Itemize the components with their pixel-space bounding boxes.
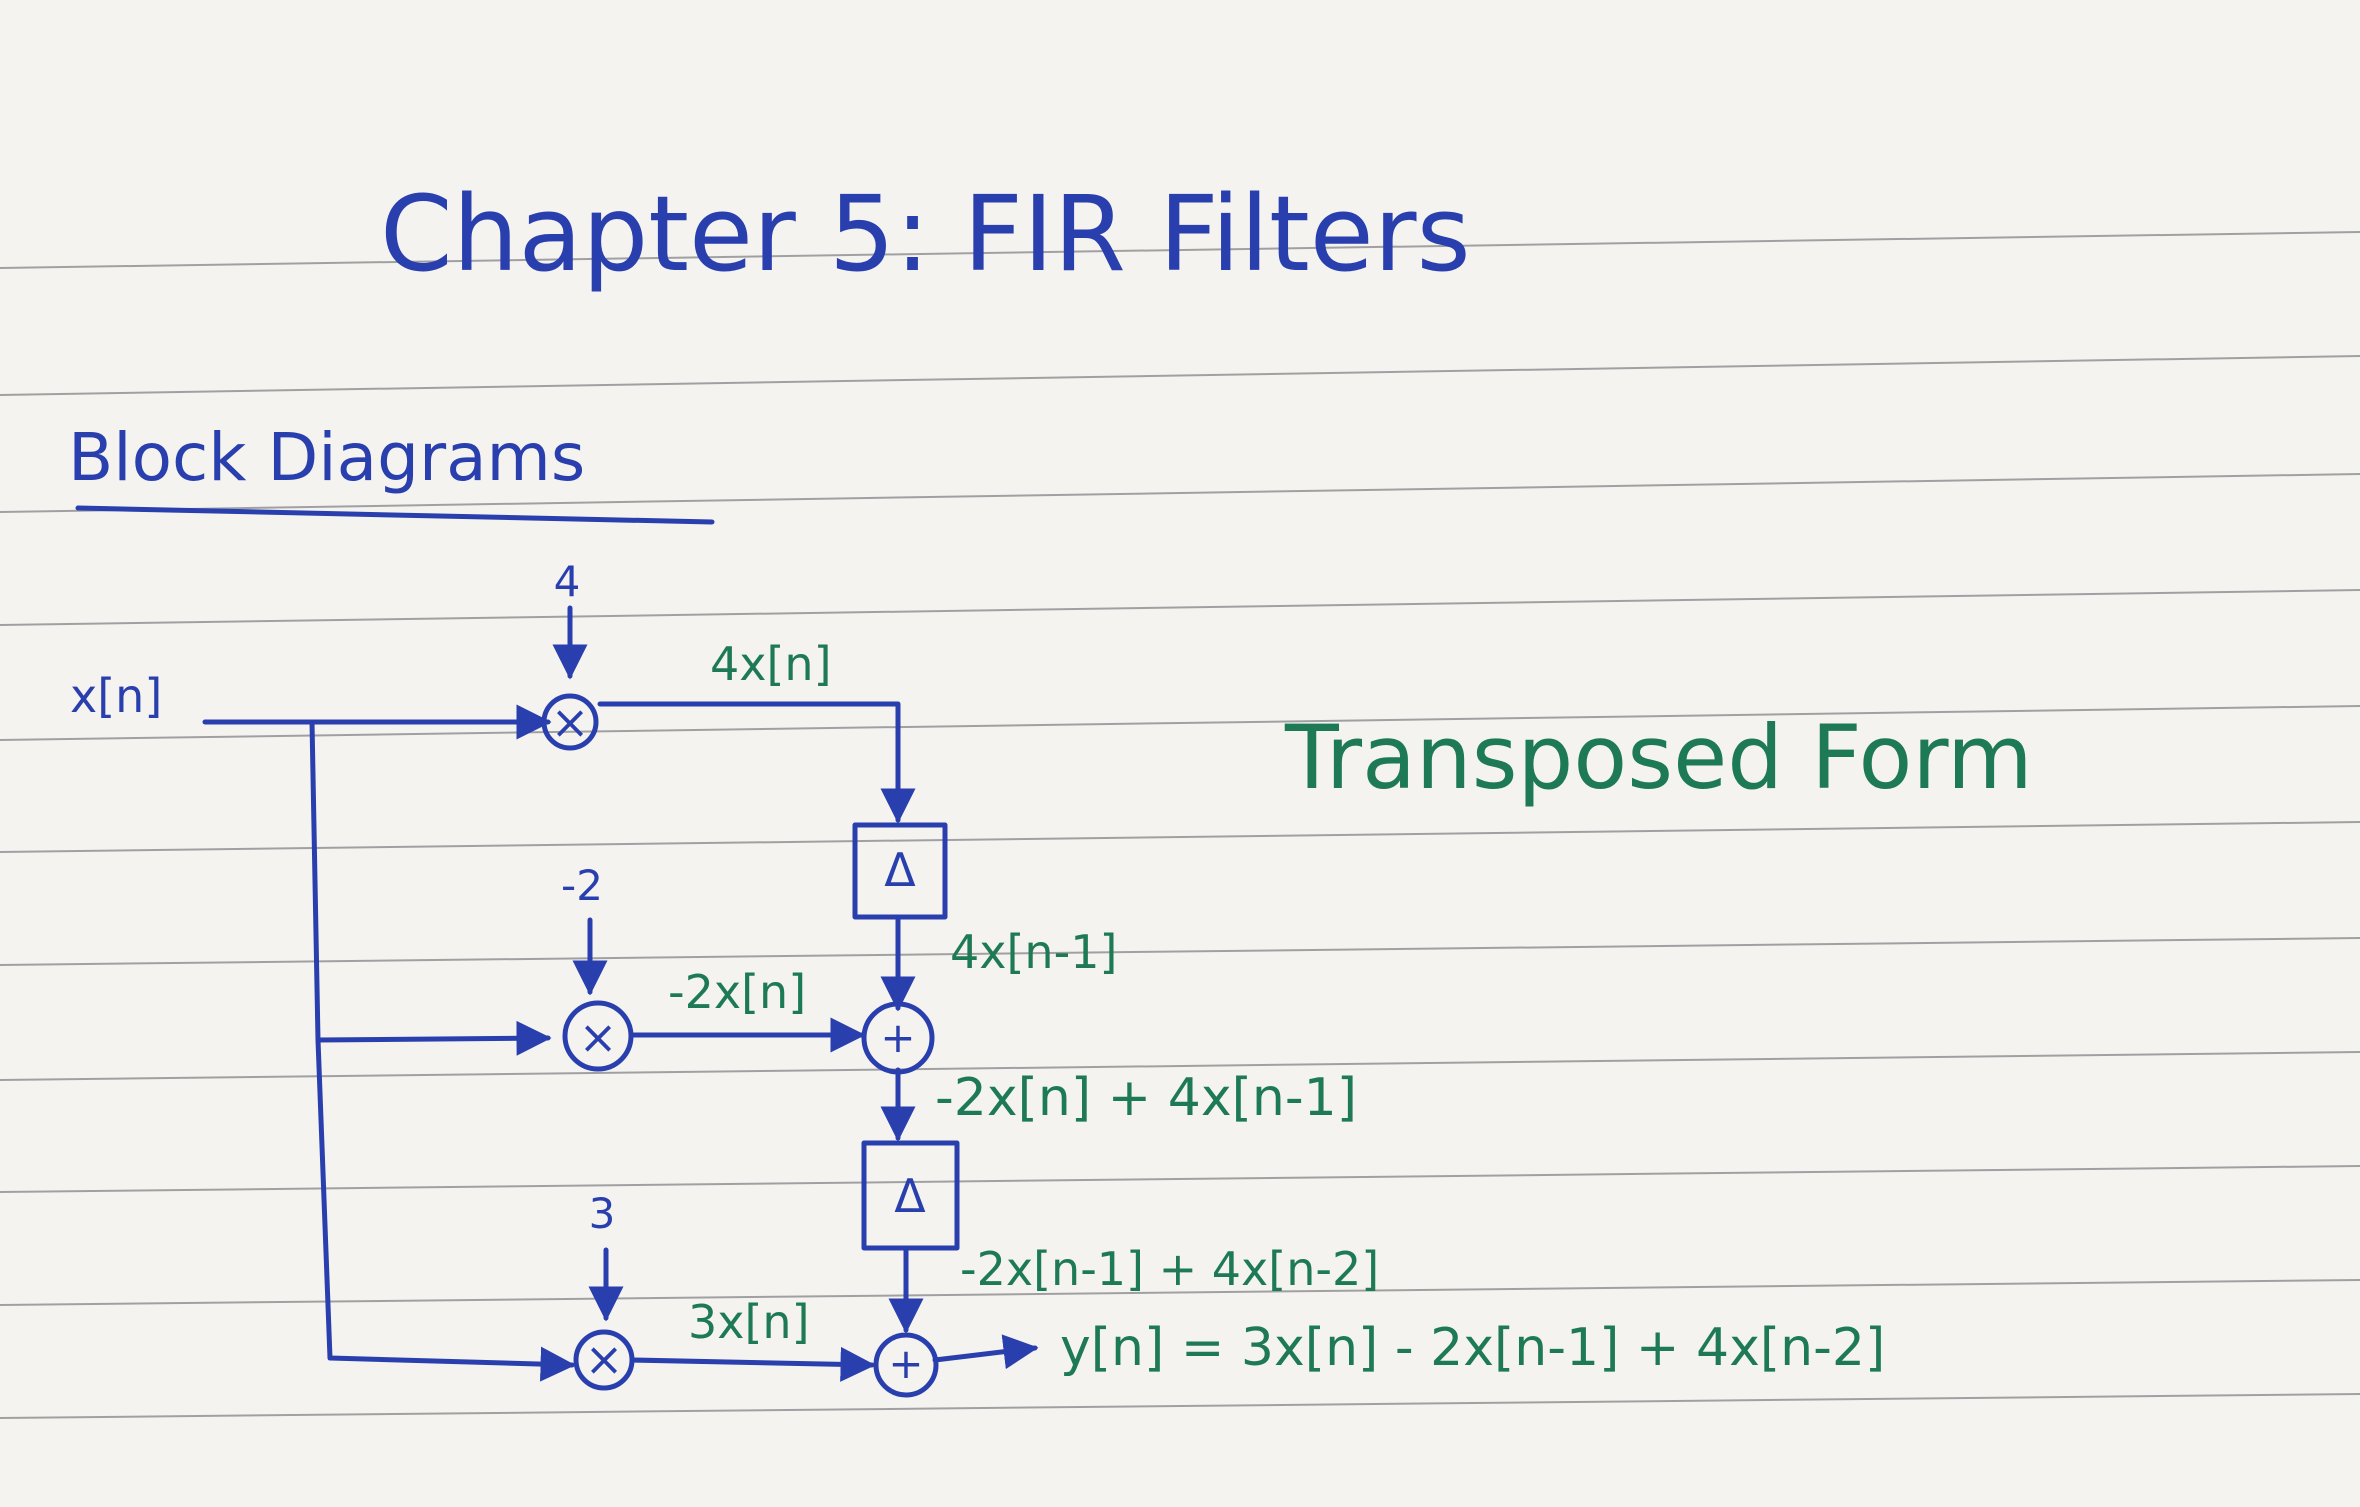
delay-block-1: Δ <box>852 822 948 920</box>
multiplier-icon: × <box>551 695 590 749</box>
heading-underline <box>75 505 715 525</box>
adder-2: + <box>873 1332 939 1398</box>
multiplier-bottom: × <box>573 1329 635 1391</box>
multiplier-top: × <box>541 693 599 751</box>
section-heading: Block Diagrams <box>68 419 585 496</box>
adder-icon: + <box>888 1339 923 1388</box>
signal-middle-product: -2x[n] <box>668 965 806 1019</box>
coefficient-bottom: 3 <box>589 1189 616 1238</box>
coefficient-middle: -2 <box>561 861 603 910</box>
delay-icon: Δ <box>884 843 916 897</box>
multiplier-icon: × <box>579 1010 618 1064</box>
signal-bottom-product: 3x[n] <box>688 1295 810 1349</box>
signal-sum1-out: -2x[n] + 4x[n-1] <box>935 1068 1357 1128</box>
signal-delay2-out: -2x[n-1] + 4x[n-2] <box>960 1242 1379 1296</box>
delay-block-2: Δ <box>861 1140 960 1251</box>
ruled-lines <box>0 231 2360 1419</box>
delay-icon: Δ <box>894 1169 926 1223</box>
adder-1: + <box>861 1001 935 1075</box>
input-label: x[n] <box>70 669 162 723</box>
signal-delay1-out: 4x[n-1] <box>950 925 1117 979</box>
page-title: Chapter 5: FIR Filters <box>380 173 1471 295</box>
adder-icon: + <box>880 1013 915 1062</box>
coefficient-top: 4 <box>554 557 581 606</box>
signal-top-product: 4x[n] <box>710 637 832 691</box>
multiplier-icon: × <box>585 1332 624 1386</box>
output-equation: y[n] = 3x[n] - 2x[n-1] + 4x[n-2] <box>1060 1318 1885 1378</box>
signal-wires <box>202 605 1039 1382</box>
form-label: Transposed Form <box>1284 706 2033 809</box>
multiplier-middle: × <box>562 1000 634 1072</box>
